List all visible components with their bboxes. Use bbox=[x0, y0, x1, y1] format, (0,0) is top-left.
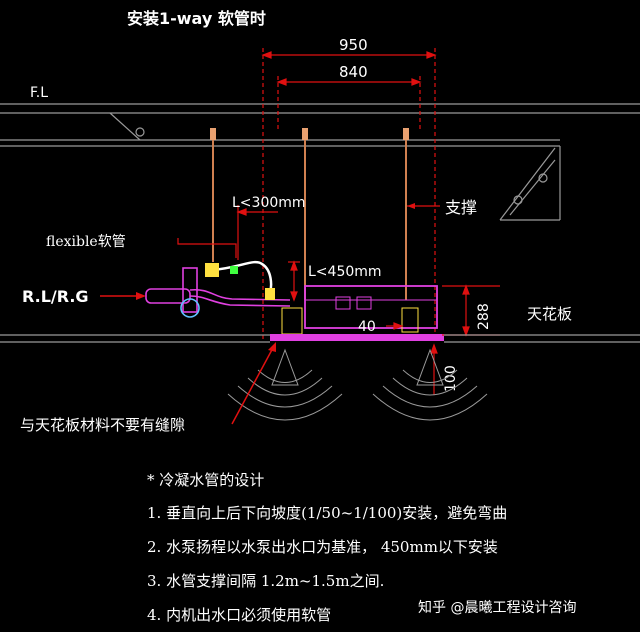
diagram-title: 安装1-way 软管时 bbox=[127, 9, 266, 28]
dim-l300: L<300mm bbox=[232, 195, 306, 211]
airflow-right bbox=[372, 348, 488, 421]
flexible-pipe-label: flexible软管 bbox=[46, 234, 126, 250]
indoor-unit bbox=[270, 285, 444, 341]
gap-note: 与天花板材料不要有缝隙 bbox=[20, 416, 185, 434]
rod-anchors bbox=[210, 128, 409, 140]
dim-l300-lines bbox=[177, 205, 278, 260]
notes-heading: * 冷凝水管的设计 bbox=[147, 471, 264, 489]
dim-288: 288 bbox=[476, 303, 492, 330]
dim-950: 950 bbox=[339, 36, 368, 54]
note-item-2: 2. 水泵扬程以水泵出水口为基准， 450mm以下安装 bbox=[147, 538, 498, 556]
ceiling-label: 天花板 bbox=[527, 305, 572, 323]
gap-leader bbox=[231, 345, 275, 425]
floor-slab bbox=[0, 103, 640, 221]
dim-840: 840 bbox=[339, 63, 368, 81]
gap-arrow bbox=[268, 342, 276, 352]
floor-level-label: F.L bbox=[30, 85, 48, 101]
flexible-hose bbox=[205, 260, 275, 300]
support-label: 支撑 bbox=[445, 198, 477, 217]
refrigerant-pipe bbox=[145, 267, 291, 318]
dim-100-lines bbox=[430, 343, 438, 395]
watermark: 知乎 @晨曦工程设计咨询 bbox=[418, 599, 576, 616]
ceiling-lines bbox=[0, 334, 640, 343]
note-item-3: 3. 水管支撑间隔 1.2m~1.5m之间. bbox=[147, 572, 384, 590]
rlrg-label: R.L/R.G bbox=[22, 287, 89, 306]
note-item-1: 1. 垂直向上后下向坡度(1/50~1/100)安装，避免弯曲 bbox=[147, 504, 507, 522]
rlrg-arrow bbox=[136, 292, 146, 300]
dim-40-lines bbox=[386, 322, 404, 330]
support-arrow bbox=[407, 203, 415, 209]
dim-l450-lines bbox=[288, 260, 300, 302]
hanger-rods bbox=[212, 138, 407, 300]
airflow-left bbox=[227, 348, 343, 421]
dim-40: 40 bbox=[358, 319, 376, 335]
dim-l450: L<450mm bbox=[308, 264, 382, 280]
note-item-4: 4. 内机出水口必须使用软管 bbox=[147, 606, 331, 624]
top-dimensions bbox=[261, 48, 437, 340]
